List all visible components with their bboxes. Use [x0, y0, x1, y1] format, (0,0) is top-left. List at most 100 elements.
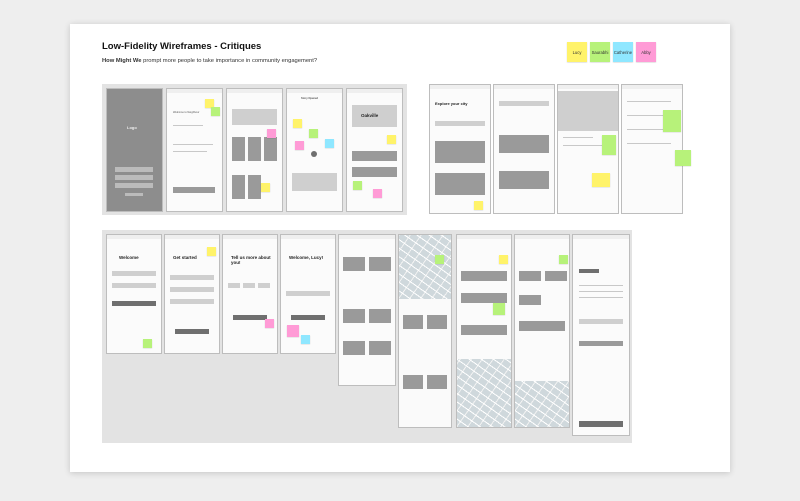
phone-splash[interactable]: Logo — [106, 88, 163, 212]
card[interactable] — [519, 321, 565, 331]
status-bar — [287, 89, 342, 93]
phone-welcome-lucy[interactable]: Welcome, Lucy! — [280, 234, 336, 354]
phone-map-list[interactable] — [398, 234, 452, 428]
card[interactable] — [264, 137, 277, 161]
section-card[interactable] — [352, 167, 397, 177]
sticky-note — [592, 173, 610, 187]
feature-card[interactable] — [435, 173, 485, 195]
continue-button[interactable] — [233, 315, 267, 320]
card[interactable] — [519, 271, 541, 281]
phone-city-home[interactable]: Oakville — [346, 88, 403, 212]
sticky-note — [287, 325, 299, 337]
card[interactable] — [427, 315, 447, 329]
chip[interactable] — [258, 283, 270, 288]
card[interactable] — [369, 341, 391, 355]
continue-button[interactable] — [291, 315, 325, 320]
phone-detail-list-2[interactable] — [514, 234, 570, 428]
field[interactable] — [286, 291, 330, 296]
password-field[interactable] — [112, 283, 156, 288]
phone-login[interactable]: Welcome — [106, 234, 162, 354]
feature-card[interactable] — [499, 171, 549, 189]
map-area[interactable] — [457, 359, 511, 427]
feature-card[interactable] — [499, 135, 549, 153]
card[interactable] — [403, 315, 423, 329]
signup-button[interactable] — [175, 329, 209, 334]
splash-btn-2 — [115, 175, 153, 180]
status-bar — [165, 235, 219, 239]
info-card — [292, 173, 337, 191]
sticky-note — [265, 319, 274, 328]
phone-detail-list[interactable] — [456, 234, 512, 428]
phone-tell-us[interactable]: Tell us more about you! — [222, 234, 278, 354]
sticky-note — [143, 339, 152, 348]
card[interactable] — [461, 271, 507, 281]
login-button[interactable] — [112, 301, 156, 306]
card[interactable] — [519, 295, 541, 305]
email-field[interactable] — [170, 287, 214, 292]
phone-community-list[interactable] — [338, 234, 396, 386]
card[interactable] — [248, 137, 261, 161]
sticky-note — [353, 181, 362, 190]
sticky-note — [474, 201, 483, 210]
card[interactable] — [343, 341, 365, 355]
status-bar — [227, 89, 282, 93]
section-card[interactable] — [352, 151, 397, 161]
phone-order-summary[interactable] — [572, 234, 630, 436]
phone-feed[interactable] — [493, 84, 555, 214]
status-bar — [515, 235, 569, 239]
field[interactable] — [579, 319, 623, 324]
card[interactable] — [369, 257, 391, 271]
splash-btn-3 — [115, 183, 153, 188]
sticky-note — [663, 110, 681, 132]
text-line — [627, 101, 671, 103]
password-field[interactable] — [170, 299, 214, 304]
name-field[interactable] — [170, 275, 214, 280]
tell-us-title: Tell us more about you! — [231, 255, 271, 265]
chip[interactable] — [228, 283, 240, 288]
continue-button[interactable] — [173, 187, 215, 193]
text-line — [173, 151, 207, 153]
critic-legend: Lucy Saurabhi Catherine Abby — [567, 42, 656, 62]
wireframe-board: Low-Fidelity Wireframes - Critiques How … — [70, 24, 730, 472]
story-title: Story Opened — [301, 97, 319, 100]
card[interactable] — [343, 257, 365, 271]
card[interactable] — [248, 175, 261, 199]
phone-explore[interactable]: Explore your city — [429, 84, 491, 214]
map-pin[interactable] — [311, 151, 317, 157]
card[interactable] — [232, 137, 245, 161]
legend-tag-saurabhi: Saurabhi — [590, 42, 610, 62]
search-input[interactable] — [435, 121, 485, 126]
card[interactable] — [461, 325, 507, 335]
login-title: Welcome — [119, 255, 139, 260]
phone-profile[interactable] — [621, 84, 683, 214]
map-area[interactable] — [515, 381, 569, 427]
sticky-note — [493, 303, 505, 315]
search-input[interactable] — [499, 101, 549, 106]
text-line — [627, 129, 671, 131]
card[interactable] — [369, 309, 391, 323]
text-line — [627, 115, 671, 117]
card[interactable] — [545, 271, 567, 281]
explore-title: Explore your city — [435, 101, 468, 106]
phone-story-map[interactable]: Story Opened — [286, 88, 343, 212]
phone-home-feed[interactable] — [226, 88, 283, 212]
phone-event-detail[interactable] — [557, 84, 619, 214]
phone-welcome[interactable]: Welcome to Neighbour — [166, 88, 223, 212]
checkout-button[interactable] — [579, 421, 623, 427]
card[interactable] — [427, 375, 447, 389]
wireframe-row-1: Logo Welcome to Neighbour — [102, 84, 407, 215]
card[interactable] — [461, 293, 507, 303]
button[interactable] — [579, 341, 623, 346]
card[interactable] — [403, 375, 423, 389]
tab-active[interactable] — [579, 269, 599, 273]
feature-card[interactable] — [435, 141, 485, 163]
email-field[interactable] — [112, 271, 156, 276]
card[interactable] — [232, 175, 245, 199]
sticky-note — [325, 139, 334, 148]
splash-logo: Logo — [127, 125, 137, 130]
phone-get-started[interactable]: Get started — [164, 234, 220, 354]
text-line — [173, 125, 203, 127]
card[interactable] — [343, 309, 365, 323]
chip[interactable] — [243, 283, 255, 288]
city-name: Oakville — [361, 113, 379, 118]
